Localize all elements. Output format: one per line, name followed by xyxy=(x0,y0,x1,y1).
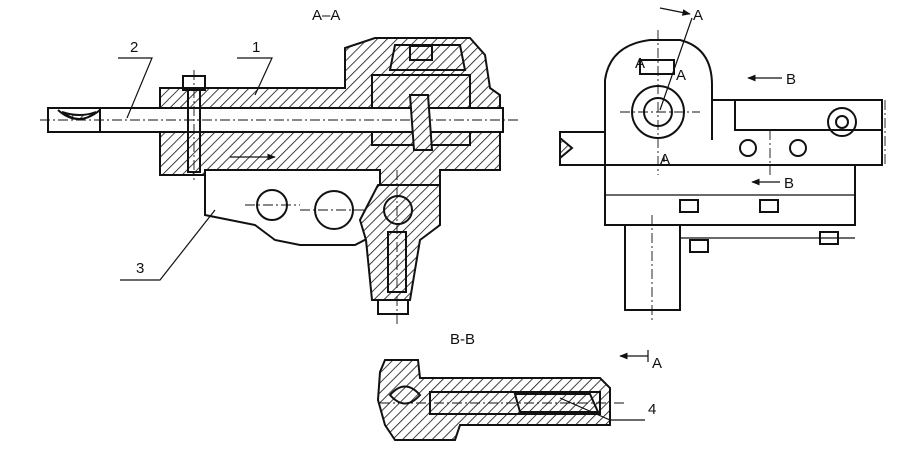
view-marker-a-inner-left: A xyxy=(635,55,645,72)
section-aa-view: A–A xyxy=(40,7,520,325)
bb-housing xyxy=(376,359,611,441)
leader-part-4 xyxy=(559,397,645,421)
upper-bracket xyxy=(604,39,713,140)
top-cap xyxy=(388,44,467,71)
view-marker-b-upper: B xyxy=(786,71,796,88)
part-number-3: 3 xyxy=(136,260,144,277)
plate-boss xyxy=(827,107,857,137)
leader-part-2 xyxy=(118,57,153,119)
view-marker-a-bottom: A xyxy=(652,355,662,372)
valve-body xyxy=(358,184,441,301)
external-view: A A A B B A xyxy=(559,7,886,320)
view-marker-a-top: A xyxy=(693,7,703,24)
part-number-4: 4 xyxy=(648,401,656,418)
leader-part-1 xyxy=(237,57,273,96)
view-marker-b-lower: B xyxy=(784,175,794,192)
part-number-1: 1 xyxy=(252,39,260,56)
valve-plug xyxy=(377,299,409,315)
lower-boss xyxy=(624,224,681,311)
section-bb-view: B-B A 4 xyxy=(376,331,662,441)
view-marker-a-inner-right: A xyxy=(676,67,686,84)
view-marker-a-lower: A xyxy=(660,151,670,168)
part-number-2: 2 xyxy=(130,39,138,56)
section-bb-label: B-B xyxy=(450,331,475,348)
leader-part-3 xyxy=(120,209,216,281)
section-aa-label: A–A xyxy=(312,7,340,24)
